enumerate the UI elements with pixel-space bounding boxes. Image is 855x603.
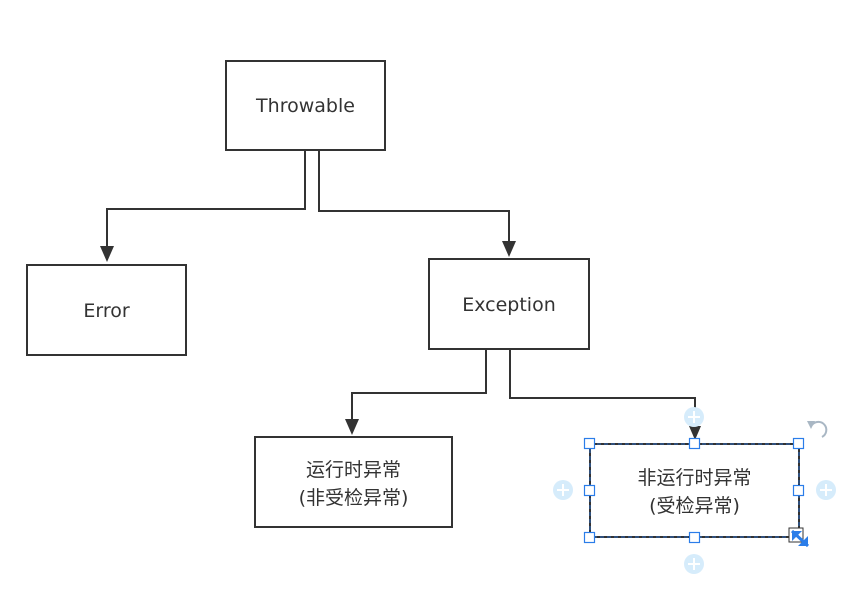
resize-icon[interactable] <box>788 527 810 548</box>
node-error-label: Error <box>83 300 130 322</box>
resize-handle-left[interactable] <box>583 484 596 497</box>
connection-points <box>553 407 836 574</box>
node-checked-exception[interactable]: 非运行时异常 (受检异常) <box>589 443 800 538</box>
resize-handle-bottom-left[interactable] <box>583 531 596 544</box>
node-runtime-exception-line1: 运行时异常 <box>306 459 401 481</box>
node-runtime-exception-line2: (非受检异常) <box>299 487 409 509</box>
connector-throwable-error[interactable] <box>106 151 306 248</box>
node-exception[interactable]: Exception <box>428 258 590 350</box>
arrowhead-checked <box>689 426 701 440</box>
connectors <box>100 151 701 440</box>
connector-exception-checked[interactable] <box>509 350 696 427</box>
node-exception-label: Exception <box>462 294 556 316</box>
node-throwable-label: Throwable <box>255 95 355 117</box>
selection-handles <box>583 437 805 544</box>
node-runtime-exception[interactable]: 运行时异常 (非受检异常) <box>254 436 453 528</box>
connect-point-icon-left[interactable] <box>553 480 573 500</box>
resize-handle-bottom[interactable] <box>688 531 701 544</box>
rotate-icon[interactable] <box>807 420 828 438</box>
resize-handle-top[interactable] <box>688 437 701 450</box>
connect-point-icon-right[interactable] <box>816 480 836 500</box>
connector-exception-runtime[interactable] <box>351 350 487 421</box>
resize-handle-right[interactable] <box>792 484 805 497</box>
connect-point-icon-top[interactable] <box>684 407 704 427</box>
resize-handle-top-left[interactable] <box>583 437 596 450</box>
node-checked-exception-line2: (受检异常) <box>649 495 740 517</box>
node-error[interactable]: Error <box>26 264 187 356</box>
arrowhead-error <box>100 246 114 262</box>
node-checked-exception-line1: 非运行时异常 <box>637 467 751 489</box>
connect-point-icon-bottom[interactable] <box>684 554 704 574</box>
resize-handle-top-right[interactable] <box>792 437 805 450</box>
arrowhead-exception <box>502 241 516 257</box>
connector-throwable-exception[interactable] <box>318 151 510 243</box>
node-throwable[interactable]: Throwable <box>225 60 386 151</box>
arrowhead-runtime <box>345 419 359 435</box>
